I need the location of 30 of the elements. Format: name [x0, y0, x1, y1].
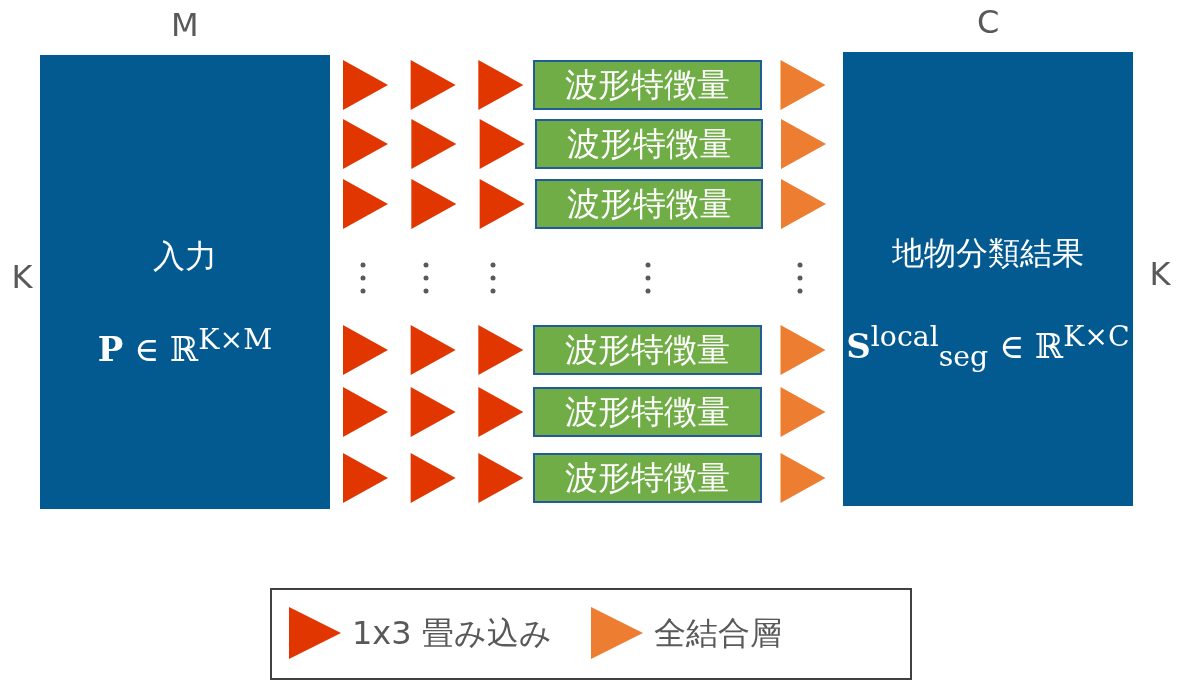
legend-label: 全結合層	[654, 613, 782, 654]
dense-arrow	[781, 179, 826, 229]
dimension-label: M	[171, 6, 199, 44]
dense-arrow	[780, 453, 826, 503]
dense-arrow	[780, 60, 826, 110]
dimension-label: K	[1149, 255, 1171, 293]
convolution-arrows	[343, 119, 525, 169]
dense-arrow	[781, 119, 826, 169]
feature-box: 波形特徴量	[533, 387, 762, 437]
block-title: 地物分類結果	[892, 233, 1084, 274]
legend-label: 1x3 畳み込み	[352, 613, 552, 654]
feature-box: 波形特徴量	[533, 60, 762, 110]
formula: P ∈ ℝ$^{K×M}$	[97, 323, 273, 370]
matrix-block	[843, 52, 1133, 506]
convolution-arrows	[343, 60, 524, 110]
dimension-label: C	[977, 3, 1000, 41]
dense-arrow	[780, 325, 826, 375]
matrix-block	[40, 55, 330, 509]
feature-box: 波形特徴量	[535, 119, 763, 169]
convolution-arrows	[343, 387, 524, 437]
feature-box: 波形特徴量	[533, 325, 762, 375]
formula: S$^{local}$$_{seg}$ ∈ ℝ$^{K×C}$	[846, 320, 1130, 374]
convolution-arrows	[343, 179, 525, 229]
convolution-arrows	[343, 325, 524, 375]
feature-box: 波形特徴量	[535, 179, 763, 229]
feature-box: 波形特徴量	[533, 453, 762, 503]
dense-arrow	[780, 387, 826, 437]
convolution-arrows	[343, 453, 524, 503]
block-title: 入力	[153, 236, 217, 277]
dimension-label: K	[11, 258, 33, 296]
